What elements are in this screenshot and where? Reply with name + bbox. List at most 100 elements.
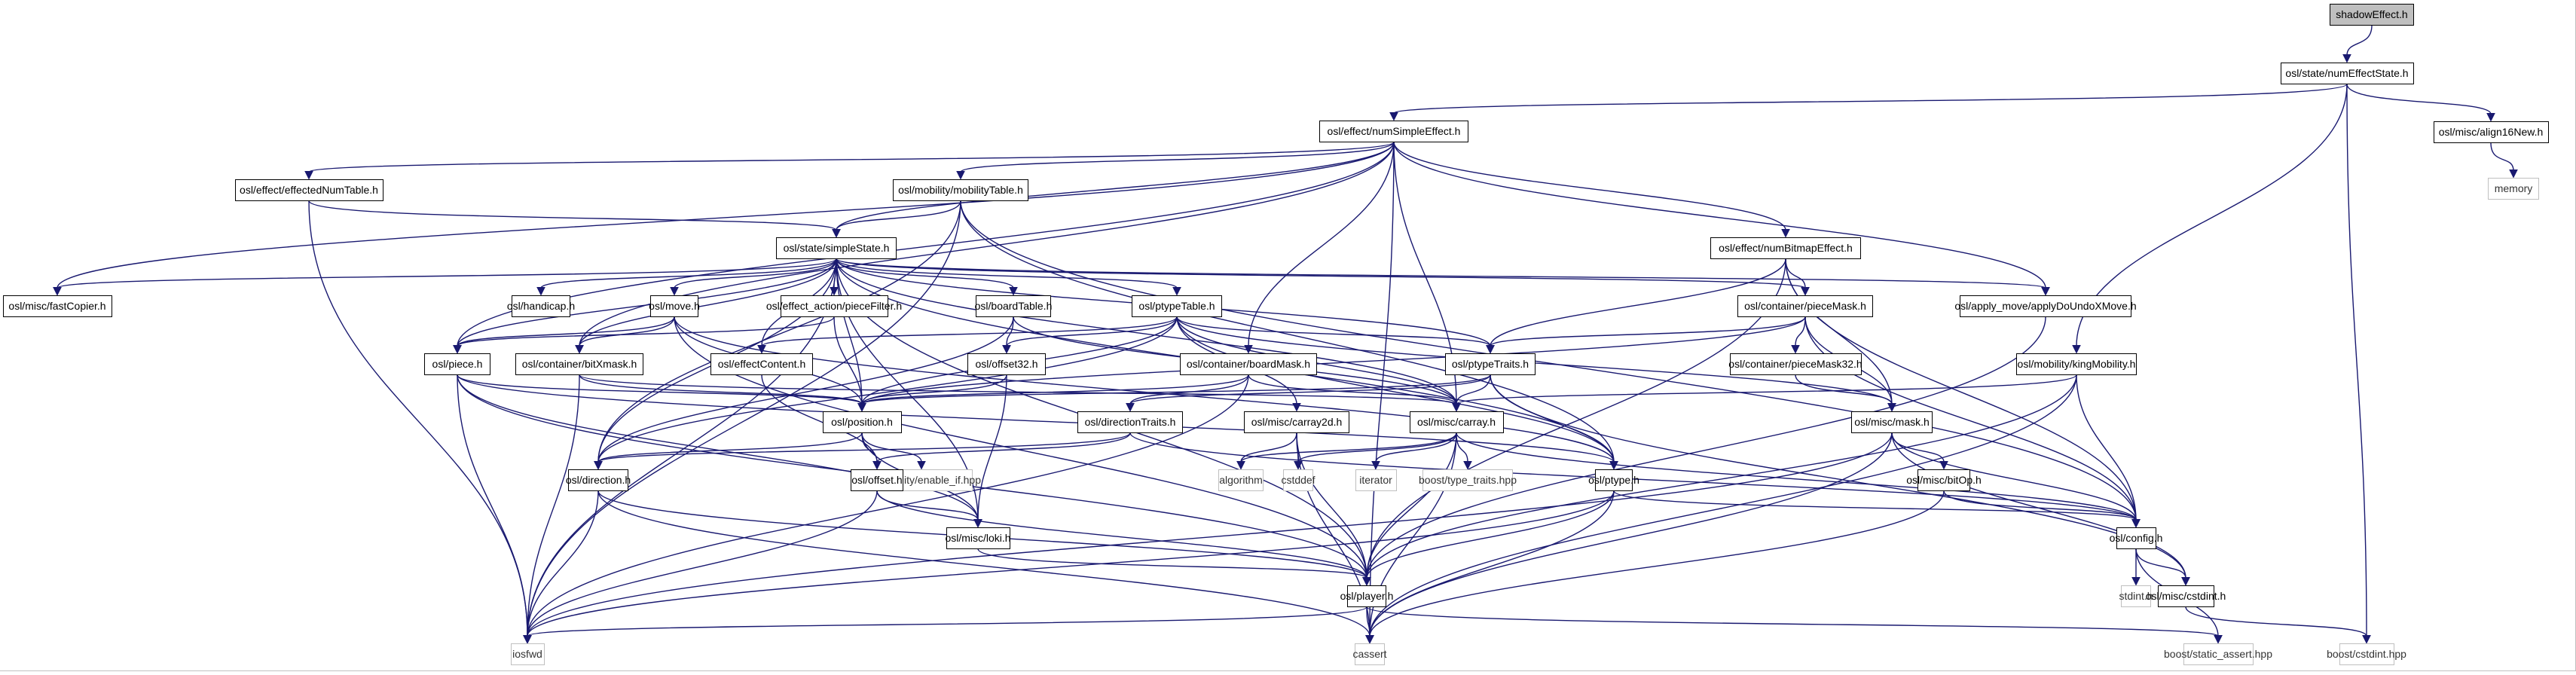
graph-node-mobilitytable[interactable]: osl/mobility/mobilityTable.h: [893, 179, 1028, 201]
edge-arrowhead: [917, 461, 926, 470]
edge-boardMask-to-carray: [1248, 374, 1457, 405]
edge-numEffectState-to-numSimpleEffect: [1393, 83, 2348, 115]
edge-position-to-enable_if: [861, 432, 922, 463]
edge-directionTraits-to-config: [1129, 432, 2137, 521]
graph-node-loki[interactable]: osl/misc/loki.h: [945, 527, 1011, 549]
edge-arrowhead: [1791, 345, 1800, 354]
edge-numSimpleEffect-to-fastCopier: [57, 142, 1395, 289]
edge-player-to-iosfwd: [527, 606, 1367, 637]
edge-arrowhead: [53, 287, 62, 296]
graph-node-bitxmask[interactable]: osl/container/bitXmask.h: [515, 353, 643, 375]
graph-node-ptypetable[interactable]: osl/ptypeTable.h: [1132, 295, 1222, 317]
edge-shadowEffect-to-numEffectState: [2346, 25, 2373, 56]
edge-simpleState-to-fastCopier: [57, 258, 837, 289]
edge-cstdint-to-boost_cstdint: [2185, 606, 2367, 637]
graph-node-position[interactable]: osl/position.h: [822, 411, 902, 433]
graph-node-shadoweffect[interactable]: shadowEffect.h: [2330, 3, 2414, 26]
edge-ptypeTable-to-direction: [597, 316, 1178, 463]
graph-node-offset32[interactable]: osl/offset32.h: [967, 353, 1046, 375]
edge-simpleState-to-boardTable: [836, 258, 1014, 289]
edge-arrowhead: [1463, 461, 1472, 470]
graph-node-directiontraits[interactable]: osl/directionTraits.h: [1077, 411, 1183, 433]
edge-arrowhead: [832, 229, 841, 238]
graph-node-effectednumtable[interactable]: osl/effect/effectedNumTable.h: [234, 179, 383, 201]
graph-node-piecemask[interactable]: osl/container/pieceMask.h: [1737, 295, 1873, 317]
edge-bitOp-to-config: [1943, 490, 2137, 521]
edge-ptypeTraits-to-directionTraits: [1129, 374, 1491, 405]
graph-node-move[interactable]: osl/move.h: [649, 295, 700, 317]
edge-numSimpleEffect-to-boardMask: [1248, 142, 1395, 347]
edge-simpleState-to-pieceMask: [836, 258, 1806, 289]
edge-arrowhead: [1362, 577, 1371, 586]
graph-node-kingmobility[interactable]: osl/mobility/kingMobility.h: [2016, 353, 2137, 375]
edge-ptype-to-config: [1613, 490, 2137, 521]
graph-node-handicap[interactable]: osl/handicap.h: [507, 295, 575, 317]
edge-arrowhead: [1002, 345, 1011, 354]
edge-mobilityTable-to-simpleState: [836, 200, 961, 231]
edge-ptypeTraits-to-position: [861, 374, 1491, 405]
graph-node-ptypetraits[interactable]: osl/ptypeTraits.h: [1445, 353, 1536, 375]
graph-node-bitop[interactable]: osl/misc/bitOp.h: [1906, 469, 1982, 491]
graph-node-player[interactable]: osl/player.h: [1340, 585, 1393, 607]
edge-arrowhead: [1887, 403, 1896, 412]
edge-arrowhead: [670, 287, 679, 296]
graph-node-memory: memory: [2488, 177, 2539, 200]
graph-node-mask[interactable]: osl/misc/mask.h: [1851, 411, 1933, 433]
graph-node-algorithm: algorithm: [1218, 469, 1264, 491]
edge-pieceFilter-to-position: [833, 316, 863, 405]
graph-node-config[interactable]: osl/config.h: [2110, 527, 2162, 549]
edge-simpleState-to-position: [836, 258, 863, 405]
edge-arrowhead: [1172, 287, 1181, 296]
edge-effectedNumTable-to-simpleState: [308, 200, 837, 231]
graph-node-piecefilter[interactable]: osl/effect_action/pieceFilter.h: [766, 295, 902, 317]
graph-node-simplestate[interactable]: osl/state/simpleState.h: [776, 237, 897, 259]
graph-node-numsimpleeffect[interactable]: osl/effect/numSimpleEffect.h: [1319, 120, 1468, 142]
graph-node-offset[interactable]: osl/offset.h: [851, 469, 903, 491]
edge-arrowhead: [872, 461, 882, 470]
edge-move-to-piece: [457, 316, 675, 347]
edge-kingMobility-to-carray: [1456, 374, 2077, 405]
edge-mask-to-cassert: [1369, 432, 1893, 637]
edge-arrowhead: [1236, 461, 1245, 470]
graph-node-numeffectstate[interactable]: osl/state/numEffectState.h: [2280, 62, 2414, 84]
edge-arrowhead: [1371, 461, 1380, 470]
edge-offset-to-iosfwd: [527, 490, 878, 637]
graph-node-carray[interactable]: osl/misc/carray.h: [1409, 411, 1504, 433]
edge-mask-to-bitOp: [1891, 432, 1945, 463]
graph-node-cstdint[interactable]: osl/misc/cstdint.h: [2146, 585, 2226, 607]
edge-carray-to-cstddef: [1297, 432, 1457, 463]
graph-node-direction[interactable]: osl/direction.h: [566, 469, 631, 491]
edge-bitOp-to-cassert: [1369, 490, 1945, 637]
edge-arrowhead: [956, 171, 965, 180]
edge-simpleState-to-piece: [457, 258, 837, 347]
edge-arrowhead: [1292, 403, 1301, 412]
graph-node-align16new[interactable]: osl/misc/align16New.h: [2433, 121, 2549, 143]
edge-ptype-to-player: [1366, 490, 1615, 579]
graph-node-ptype[interactable]: osl/ptype.h: [1588, 469, 1639, 491]
edge-arrowhead: [536, 287, 545, 296]
edge-numEffectState-to-boost_cstdint: [2346, 84, 2367, 637]
graph-node-boardtable[interactable]: osl/boardTable.h: [975, 295, 1052, 317]
edge-directionTraits-to-offset: [876, 432, 1131, 463]
edge-carray-to-type_traits: [1456, 432, 1468, 463]
edge-arrowhead: [2131, 519, 2141, 528]
graph-node-fastcopier[interactable]: osl/misc/fastCopier.h: [2, 295, 112, 317]
graph-node-applydoundoxmove[interactable]: osl/apply_move/applyDoUndoXMove.h: [1954, 295, 2137, 317]
edge-arrowhead: [2342, 54, 2351, 63]
edge-pieceMask32-to-mask: [1795, 374, 1893, 405]
graph-node-boardmask[interactable]: osl/container/boardMask.h: [1180, 353, 1317, 375]
edge-arrowhead: [304, 171, 313, 180]
graph-node-piecemask32[interactable]: osl/container/pieceMask32.h: [1728, 353, 1862, 375]
edge-mask-to-iosfwd: [527, 432, 1893, 637]
graph-node-piece[interactable]: osl/piece.h: [424, 353, 490, 375]
graph-node-numbitmapeffect[interactable]: osl/effect/numBitmapEffect.h: [1710, 237, 1861, 259]
edge-offset-to-loki: [876, 490, 979, 521]
edge-numSimpleEffect-to-bitXmask: [579, 142, 1395, 347]
graph-node-effectcontent[interactable]: osl/effectContent.h: [710, 353, 813, 375]
edge-piece-to-loki: [457, 374, 979, 521]
edge-numBitmapEffect-to-pieceMask: [1785, 258, 1806, 289]
graph-node-static-assert: boost/static_assert.hpp: [2164, 643, 2272, 665]
edge-boardMask-to-iosfwd: [527, 374, 1249, 637]
graph-node-carray2d[interactable]: osl/misc/carray2d.h: [1244, 411, 1349, 433]
edge-simpleState-to-ptypeTable: [836, 258, 1178, 289]
